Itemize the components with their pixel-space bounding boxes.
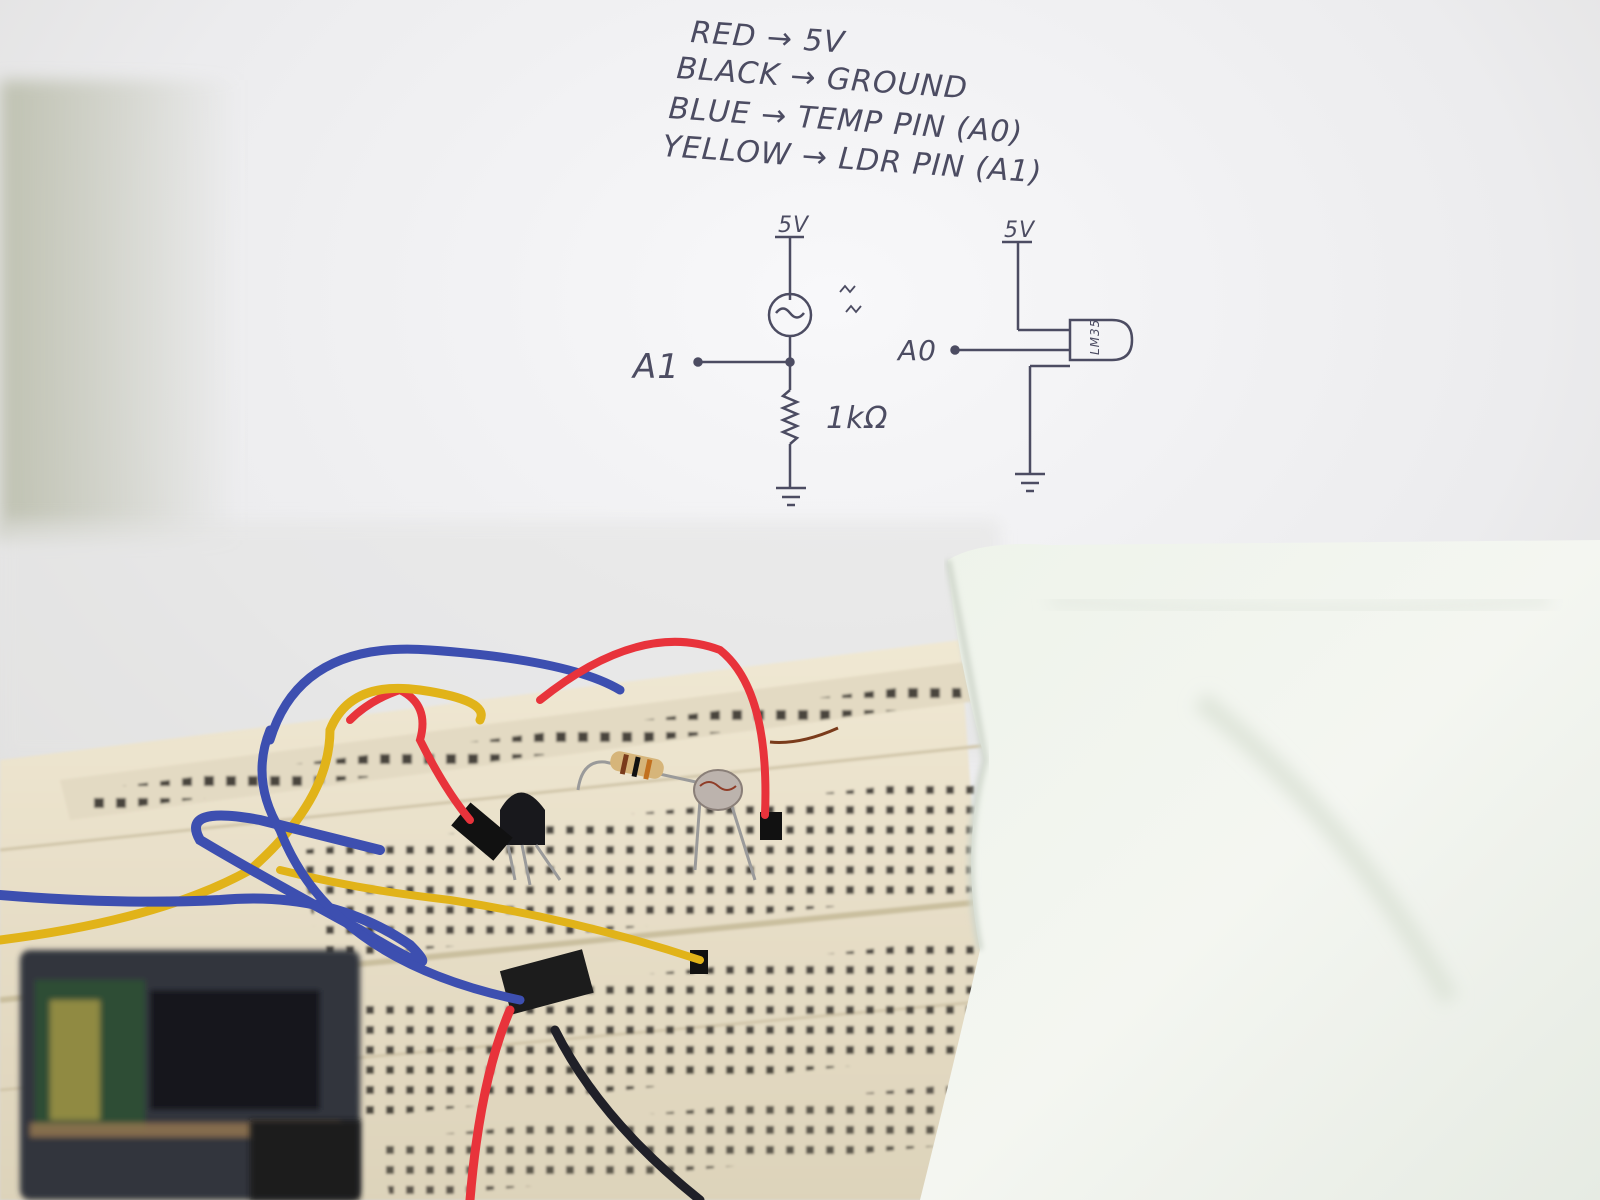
lm35-symbol (1068, 318, 1134, 362)
resistor-label: 1kΩ (826, 401, 888, 436)
temp-supply-label: 5V (1004, 218, 1036, 243)
left-blur-shadow (0, 80, 240, 540)
temp-sensor-component (500, 792, 562, 886)
legend-line-1: RED → 5V (689, 15, 847, 61)
red-wire-left (346, 685, 474, 824)
white-cloth (920, 540, 1600, 1200)
arduino-board (20, 950, 360, 1200)
black-wire-bottom (550, 1025, 705, 1200)
temp-pin-label: A0 (896, 334, 937, 367)
blue-wire-loop (0, 810, 428, 967)
temp-schematic (950, 240, 1134, 493)
red-wire-top (536, 637, 770, 819)
resistor-symbol (779, 389, 801, 445)
red-wire-bottom (465, 1005, 515, 1200)
ldr-schematic (693, 235, 862, 507)
resistor-component (576, 751, 706, 791)
ldr-pin-label: A1 (631, 347, 680, 387)
ldr-component (693, 769, 757, 881)
yellow-wire (0, 683, 486, 945)
lm35-label: LM35 (1088, 319, 1102, 355)
wires (0, 637, 770, 1200)
red-pin-header (760, 812, 782, 840)
ldr-supply-label: 5V (778, 213, 810, 238)
blue-wire-down (257, 725, 525, 1005)
yellow-wire-long (276, 866, 704, 964)
